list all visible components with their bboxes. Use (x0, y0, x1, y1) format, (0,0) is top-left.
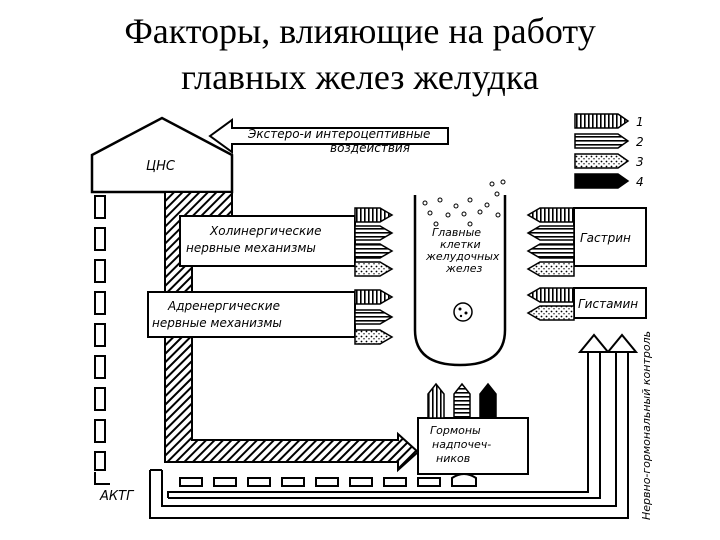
cholinergic-arrow-2 (354, 225, 394, 241)
cns-block: ЦНС (90, 116, 234, 194)
gastric-gland: Главные клетки желудочных желез (413, 179, 507, 367)
secretory-granules (422, 179, 506, 227)
neuro-hormonal-label: Нервно-гормональный контроль (640, 331, 653, 520)
legend-swatch-4 (574, 173, 630, 189)
gastrin-arrow-3 (526, 243, 575, 259)
extero-arrow: Экстеро-и интероцептивные воздействия (208, 118, 449, 155)
acth-pathway (179, 473, 477, 487)
hormones-label-2: надпочеч- (432, 438, 491, 451)
legend-label-2: 2 (636, 135, 644, 149)
adrenergic-arrow-3 (354, 329, 394, 345)
adrenergic-arrows (354, 289, 394, 345)
hormones-arrow-1 (427, 382, 445, 419)
gastrin-arrow-1 (526, 207, 575, 223)
title-line-1: Факторы, влияющие на работу (124, 11, 596, 51)
cholinergic-label-1: Холинергические (209, 224, 321, 238)
gastrin-arrow-4 (526, 261, 575, 277)
cholinergic-block: Холинергические нервные механизмы (179, 215, 356, 267)
cholinergic-arrows (354, 207, 394, 277)
glands-label-1: Главные (432, 226, 481, 239)
histamine-block: Гистамин (526, 287, 647, 321)
hormones-label-1: Гормоны (430, 424, 481, 437)
adrenergic-label-2: нервные механизмы (152, 316, 282, 330)
histamine-arrow-1 (526, 287, 575, 303)
adrenergic-arrow-1 (354, 289, 394, 305)
legend-label-1: 1 (636, 115, 644, 129)
legend-swatch-2 (574, 133, 630, 149)
humoral-pathway-left (94, 195, 110, 485)
adrenal-hormones-block: Гормоны надпочеч- ников (417, 382, 529, 475)
cholinergic-arrow-3 (354, 243, 394, 259)
hormones-arrow-3 (479, 382, 497, 419)
feedback-loop (149, 333, 639, 519)
legend-swatch-1 (574, 113, 630, 129)
title-line-2: главных желез желудка (181, 57, 539, 97)
slide-title: Факторы, влияющие на работу главных желе… (0, 8, 720, 100)
gastrin-block: Гастрин (526, 207, 647, 277)
cns-label: ЦНС (146, 159, 176, 174)
legend: 1 2 3 4 (574, 113, 644, 189)
glands-label-2: клетки (440, 238, 481, 251)
cholinergic-label-2: нервные механизмы (186, 241, 316, 255)
gastrin-arrow-2 (526, 225, 575, 241)
histamine-arrow-2 (526, 305, 575, 321)
actg-label: АКТГ (99, 489, 135, 504)
glands-label-4: желез (445, 262, 482, 275)
adrenergic-arrow-2 (354, 309, 394, 325)
gastrin-label: Гастрин (580, 231, 631, 245)
adrenergic-label-1: Адренергические (167, 299, 280, 313)
hormones-arrow-2 (453, 382, 471, 419)
extero-label-1: Экстеро-и интероцептивные (247, 127, 430, 141)
extero-label-2: воздействия (330, 141, 410, 155)
hormones-label-3: ников (436, 452, 470, 465)
adrenergic-block: Адренергические нервные механизмы (147, 291, 356, 338)
cholinergic-arrow-1 (354, 207, 394, 223)
histamine-label: Гистамин (578, 297, 638, 311)
legend-swatch-3 (574, 153, 630, 169)
glands-label-3: желудочных (425, 250, 500, 263)
legend-label-3: 3 (636, 155, 644, 169)
cholinergic-arrow-4 (354, 261, 394, 277)
cell-nucleus (453, 302, 473, 322)
legend-label-4: 4 (636, 175, 644, 189)
